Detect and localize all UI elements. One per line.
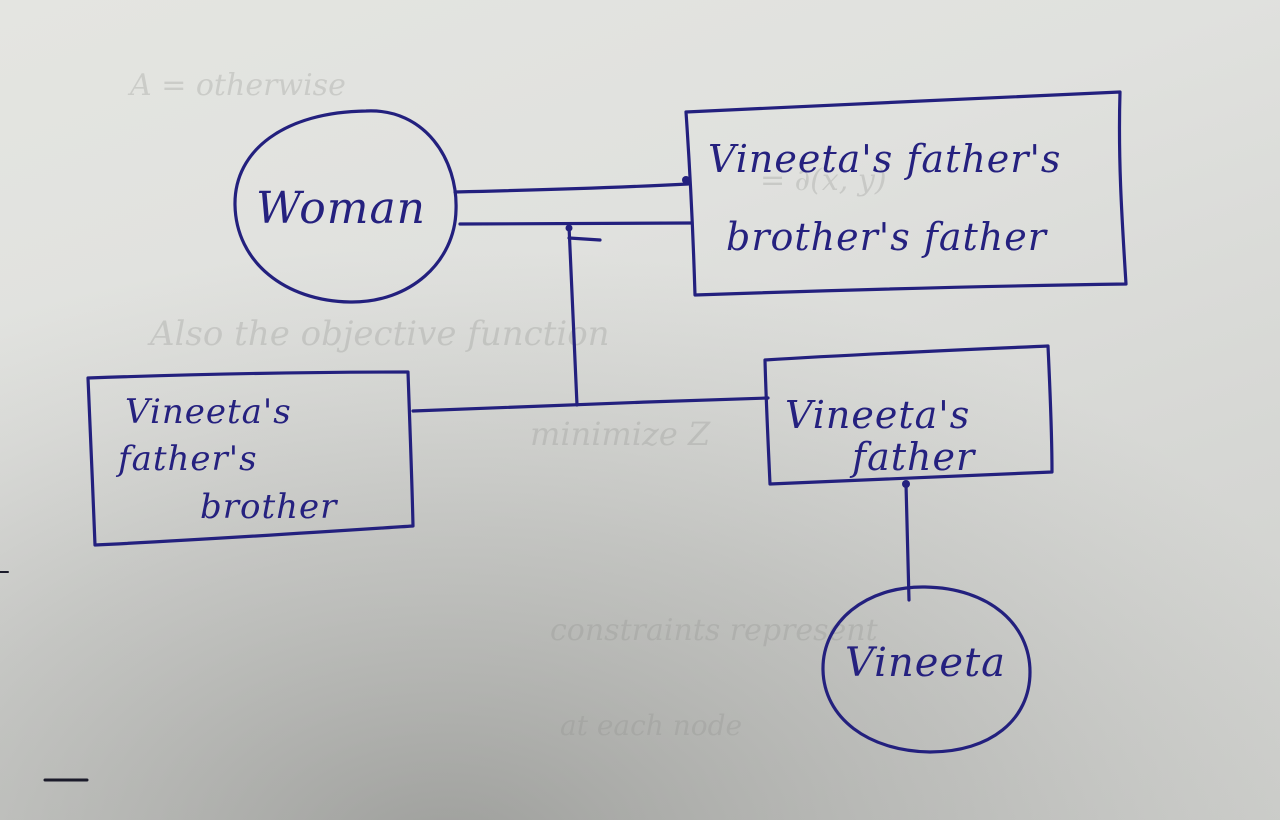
grandfather-label-line2: brother's father [726,215,1049,259]
father-label-line2: father [849,435,977,479]
grandfather-box [684,90,1128,297]
descent-line [567,224,579,407]
svg-text:minimize Z: minimize Z [530,415,711,453]
father-child-line [904,482,911,602]
connectors [411,176,911,602]
node-grandfather: Vineeta's father's brother's father [684,90,1128,297]
sibling-line [411,396,770,413]
father-label-line1: Vineeta's [785,393,970,437]
uncle-box [86,370,415,547]
svg-text:A = otherwise: A = otherwise [127,68,346,103]
vineeta-circle [821,585,1032,754]
svg-text:constraints represent: constraints represent [550,613,879,648]
node-father: Vineeta's father [763,344,1054,486]
father-box [763,344,1054,486]
woman-circle [233,109,458,304]
node-uncle: Vineeta's father's brother [86,370,415,547]
marriage-line-upper [453,182,690,194]
woman-label: Woman [256,183,426,234]
grandfather-label-line1: Vineeta's father's [708,137,1061,181]
descent-hook [567,236,602,242]
svg-text:at each node: at each node [560,709,742,742]
uncle-label-line3: brother [200,487,338,527]
uncle-label-line2: father's [115,439,258,479]
node-vineeta: Vineeta [821,585,1032,754]
svg-text:Also the objective function: Also the objective function [147,314,610,354]
uncle-label-line1: Vineeta's [125,392,292,432]
svg-text:= ∂(x, y): = ∂(x, y) [760,163,887,198]
node-woman: Woman [233,109,458,304]
vineeta-label: Vineeta [845,640,1006,686]
marriage-line-lower [458,221,694,226]
bleed-through-writing: A = otherwise = ∂(x, y) Also the objecti… [127,68,887,742]
